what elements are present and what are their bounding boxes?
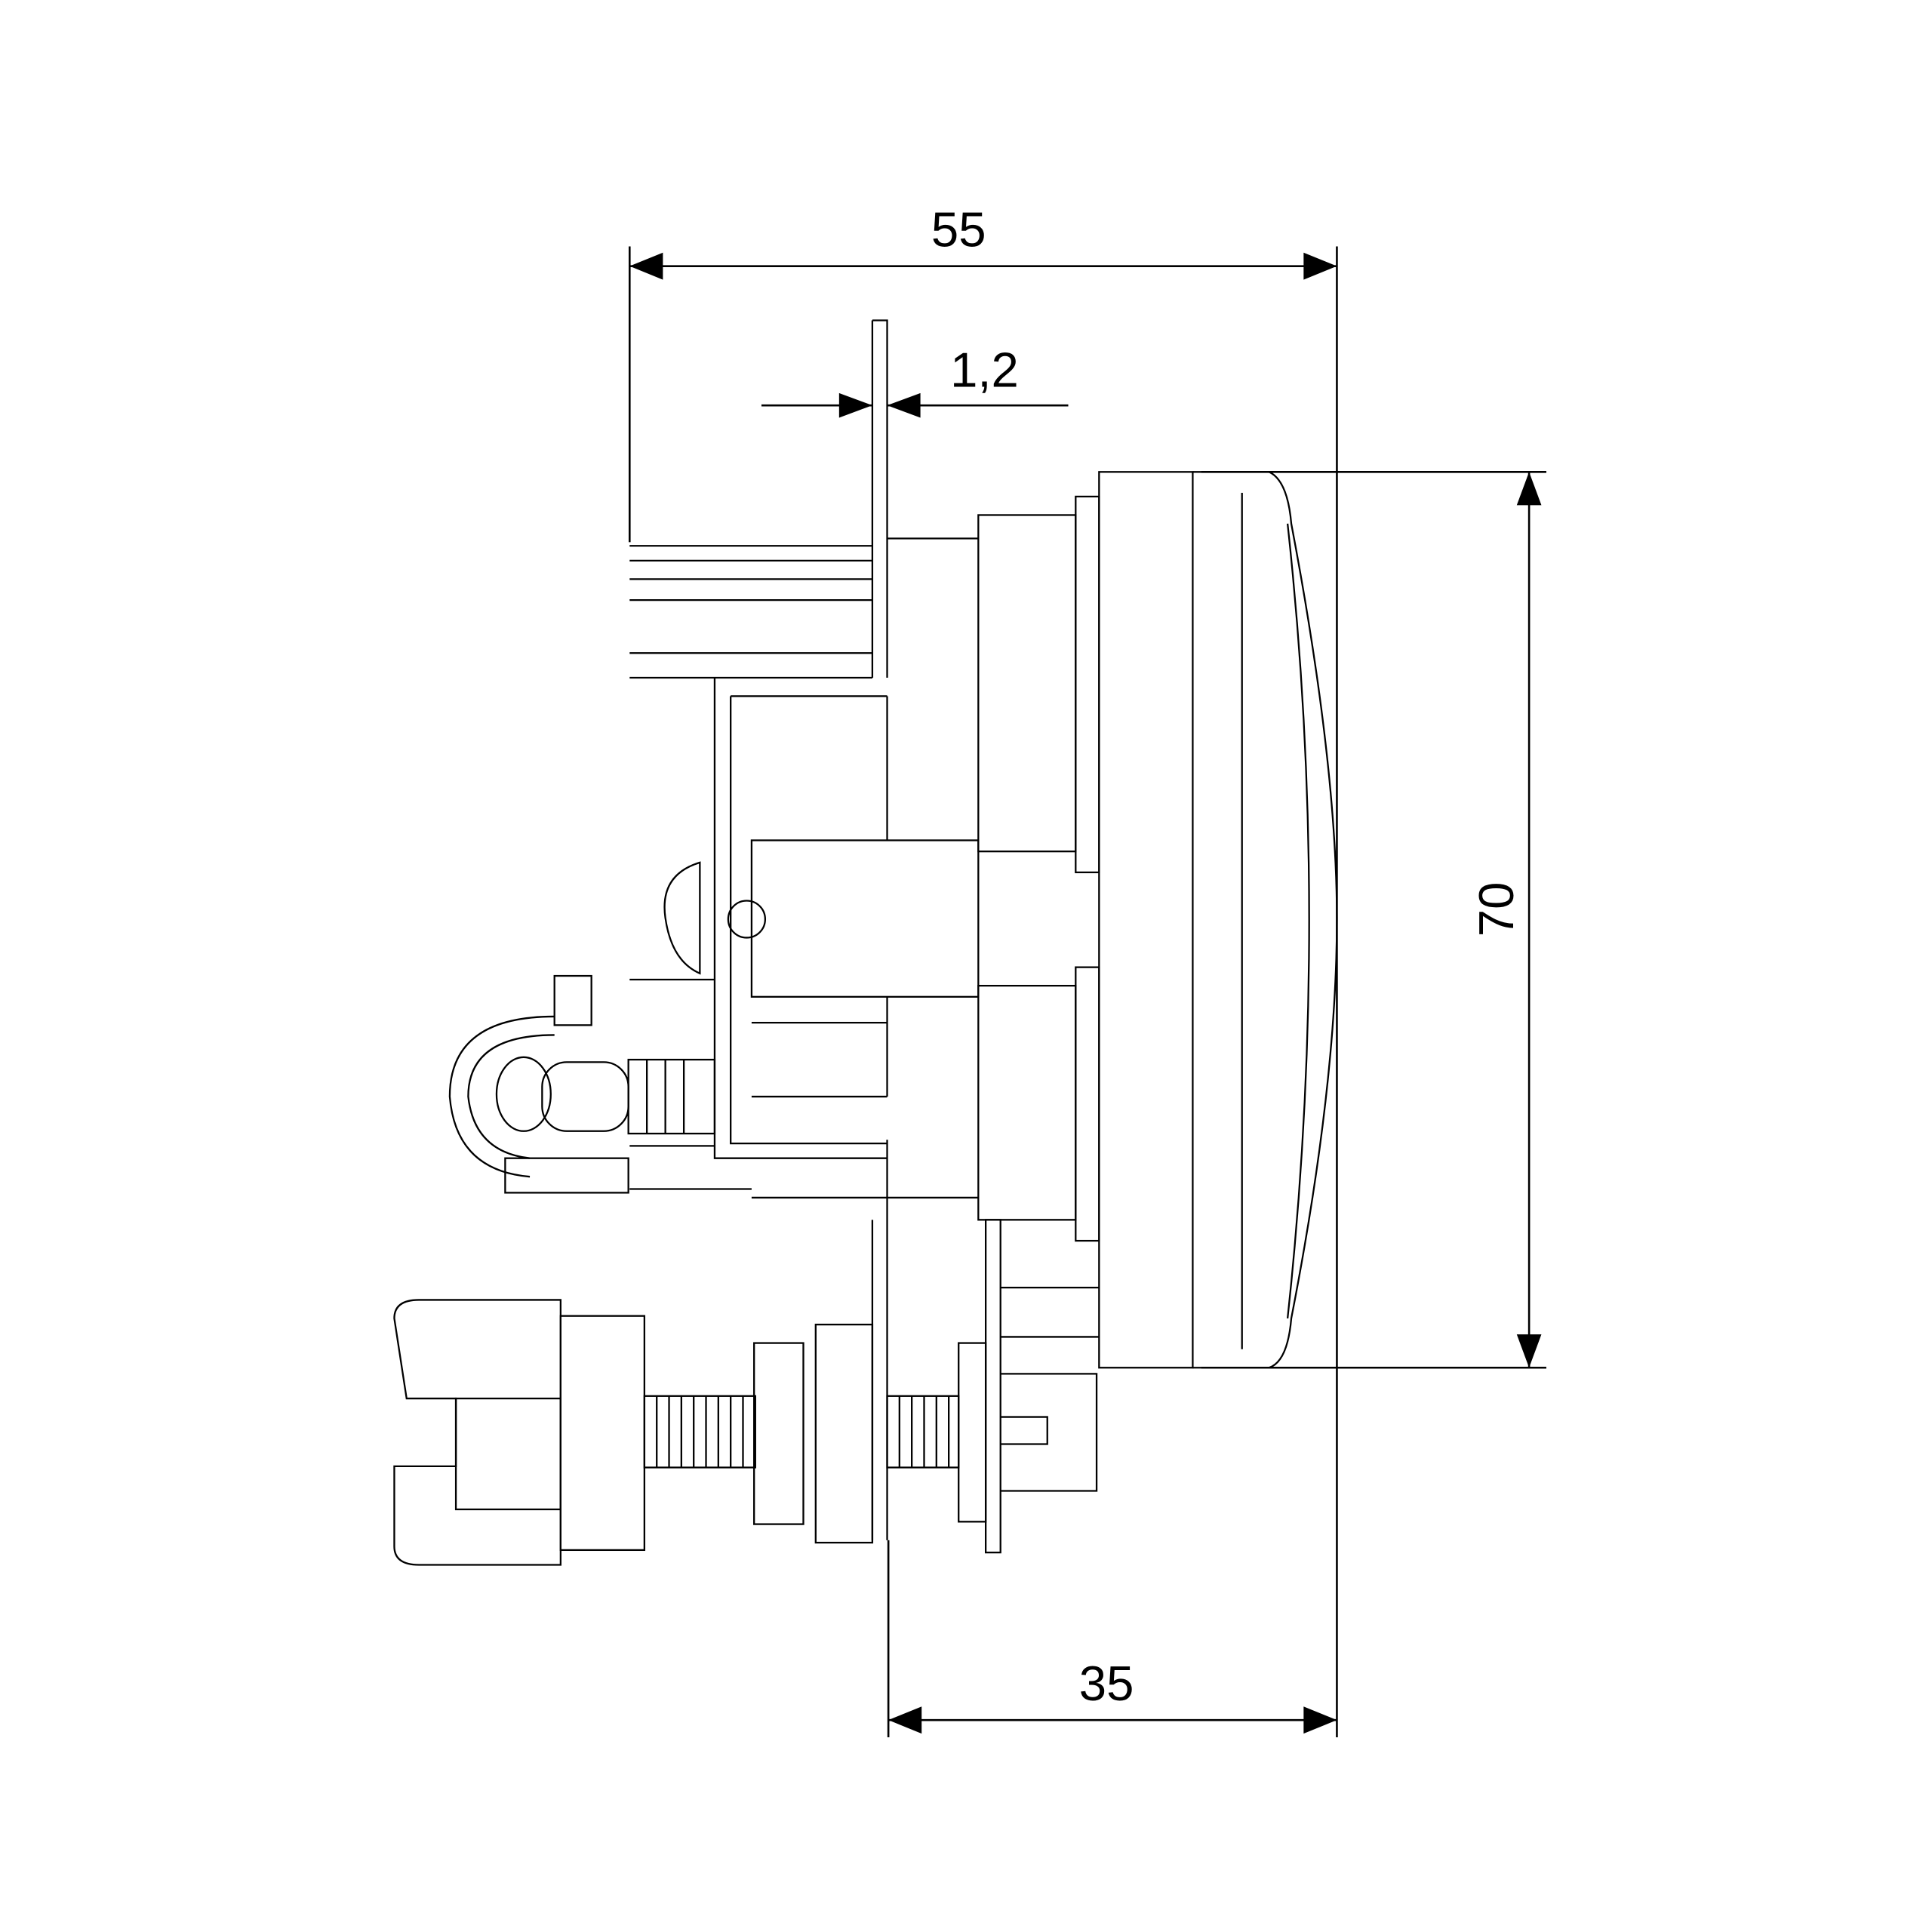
mounting-panel: [871, 319, 888, 1540]
dim-35-label: 35: [1079, 1656, 1134, 1711]
dim-1-2-label: 1,2: [950, 343, 1019, 398]
dim-55-label: 55: [931, 202, 986, 257]
wing-nut: [393, 1299, 646, 1566]
dimension-35: 35: [887, 1540, 1337, 1738]
threaded-bolt: [643, 1219, 1100, 1554]
lens-housing: [977, 471, 1338, 1369]
dimension-70: 70: [1201, 471, 1546, 1369]
dim-70-label: 70: [1469, 882, 1524, 937]
dimension-1-2: 1,2: [761, 343, 1069, 418]
dimension-55: 55: [628, 202, 1338, 1738]
electrical-connector: [448, 974, 716, 1194]
rear-body: [629, 537, 980, 1199]
